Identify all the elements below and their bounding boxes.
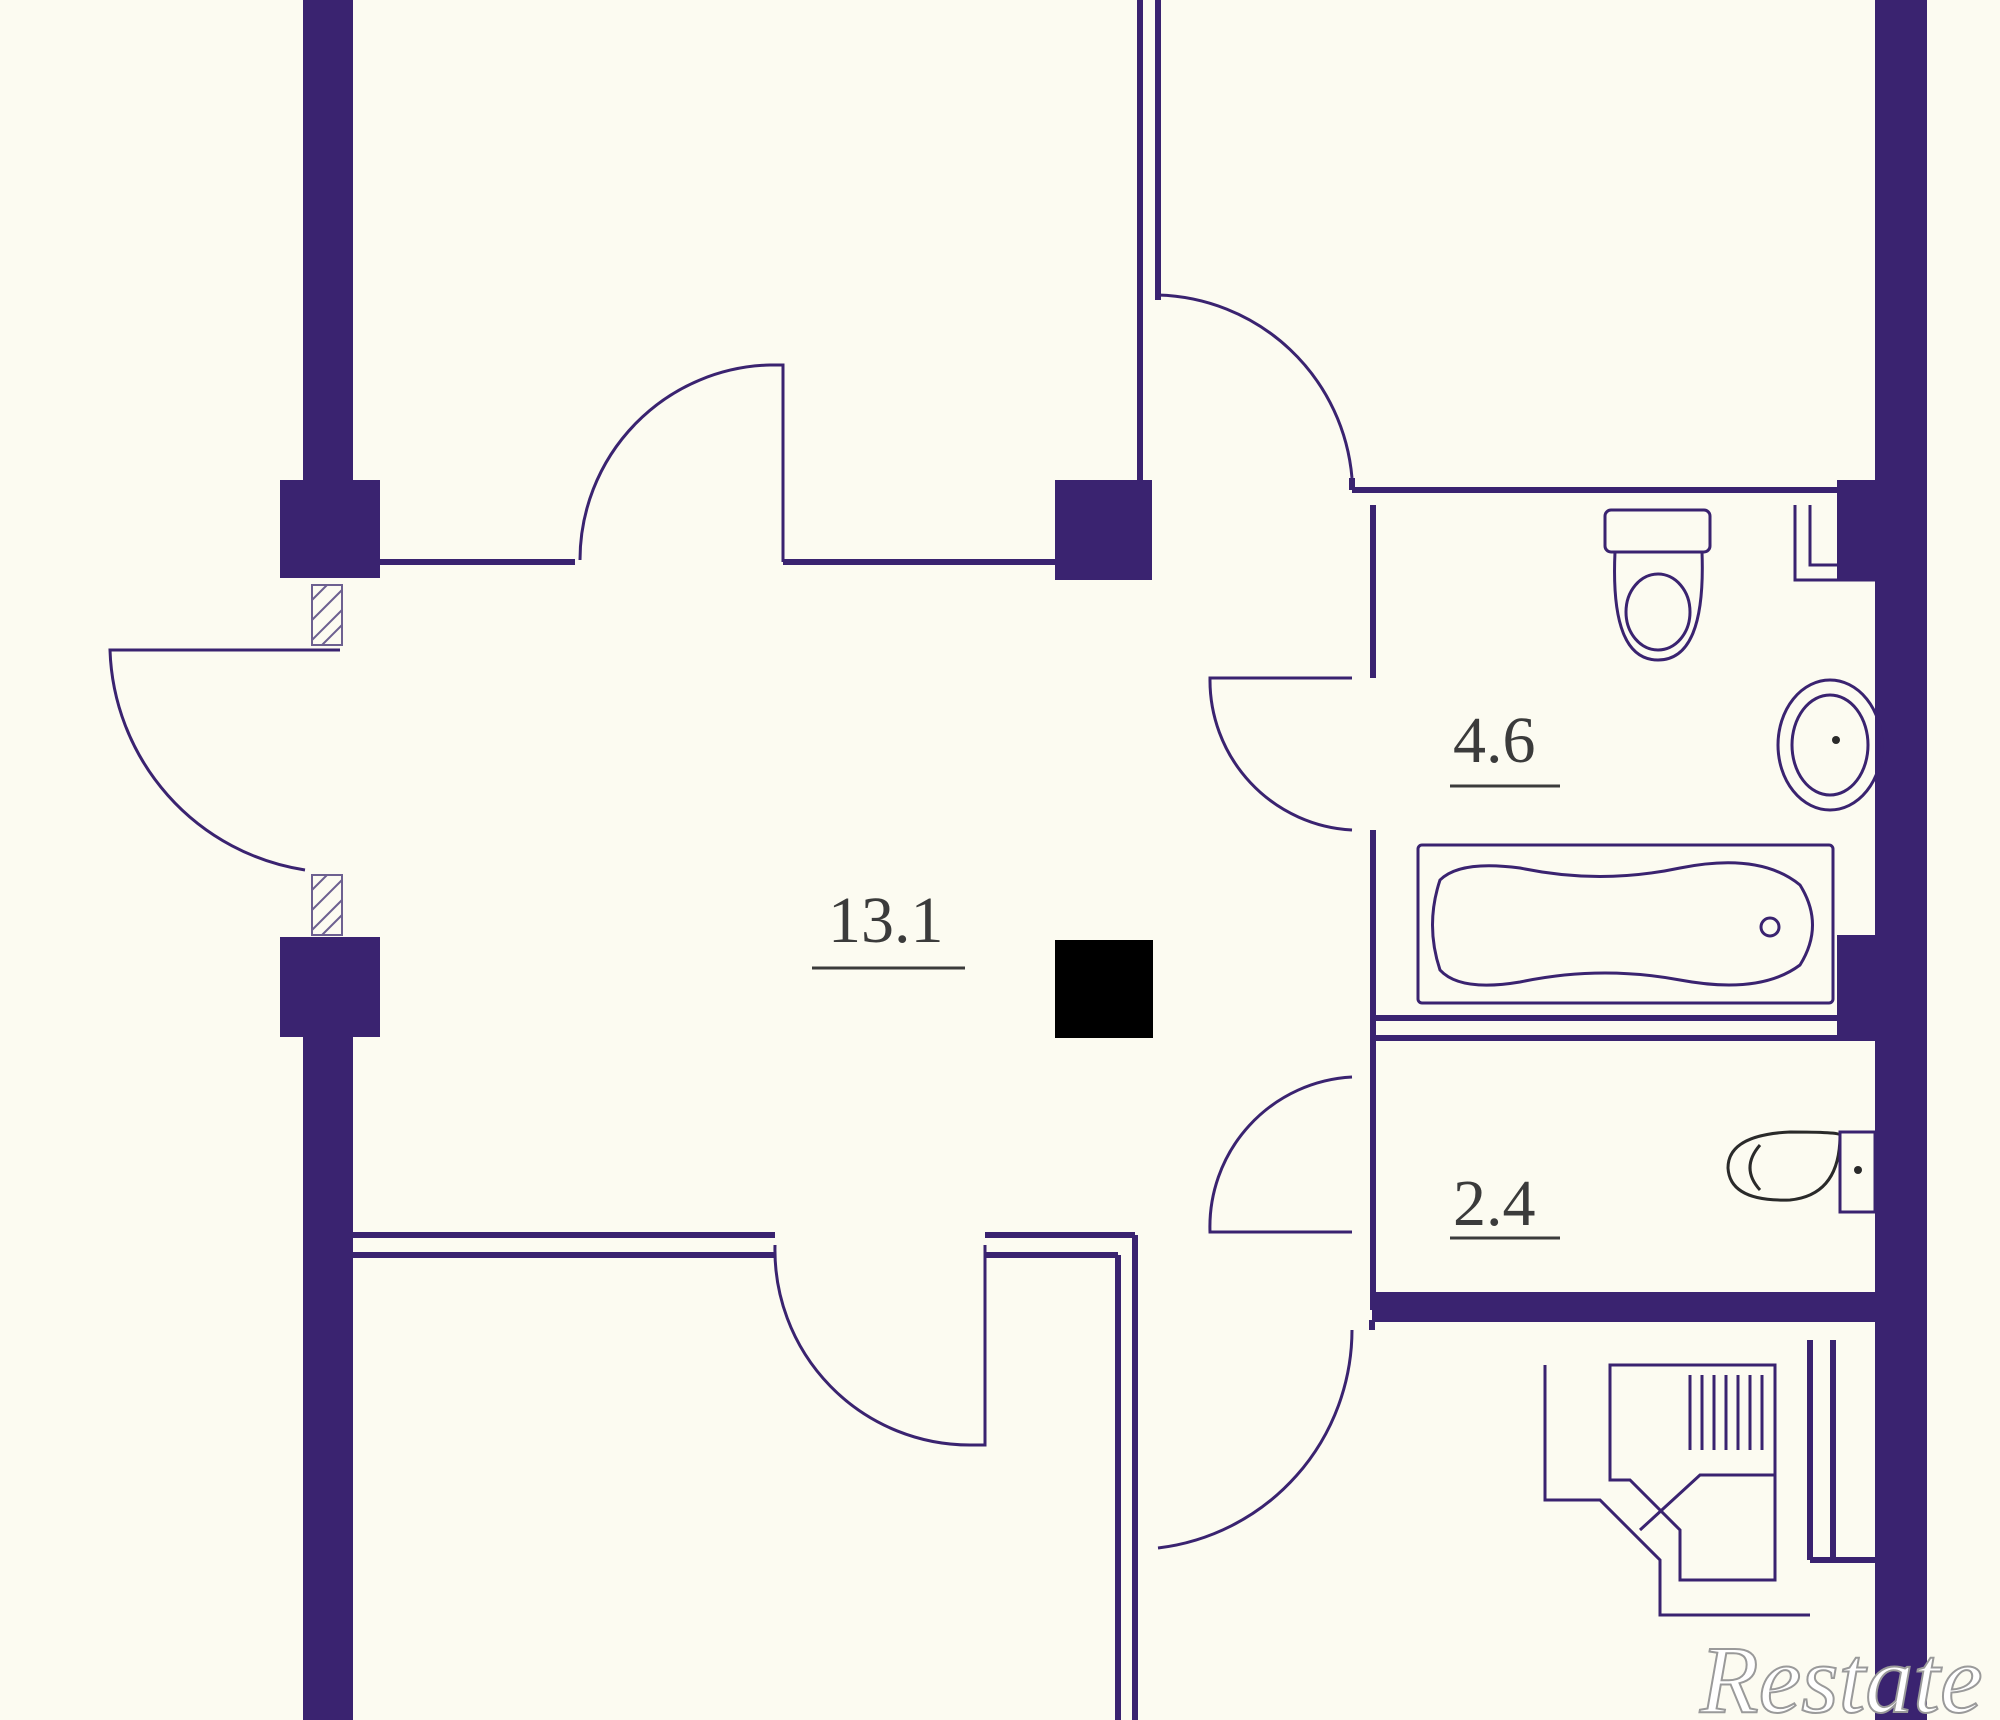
wc-fixtures — [1726, 1130, 1877, 1214]
watermark: Restate — [1699, 1626, 1983, 1720]
toilet-icon — [1603, 508, 1712, 662]
door-wc — [1208, 1075, 1353, 1234]
door-bottom — [773, 1244, 987, 1447]
wc-toilet-icon — [1726, 1130, 1877, 1214]
wc-area: 2.4 — [1453, 1167, 1536, 1240]
door-bathroom — [1208, 676, 1353, 832]
door-top-left — [578, 363, 785, 562]
door-top-right — [1157, 293, 1354, 479]
ventilation-shaft — [1055, 940, 1153, 1038]
exterior-walls — [280, 0, 1927, 1720]
bathroom-area: 4.6 — [1453, 704, 1536, 777]
room-label-wc: 2.4 — [1450, 1167, 1560, 1240]
storage-detail — [1543, 1363, 1810, 1617]
partition-walls — [350, 0, 1877, 1720]
room-label-hallway: 13.1 — [812, 884, 965, 970]
bathtub-icon — [1416, 843, 1835, 1005]
door-lower-right — [1157, 1329, 1354, 1550]
hallway-area: 13.1 — [828, 884, 944, 957]
sink-icon — [1776, 678, 1884, 812]
room-label-bathroom: 4.6 — [1450, 704, 1560, 788]
entrance-door — [108, 648, 340, 872]
doors — [108, 293, 1354, 1550]
entrance-jambs — [311, 584, 343, 936]
bathroom-fixtures — [1416, 505, 1884, 1005]
